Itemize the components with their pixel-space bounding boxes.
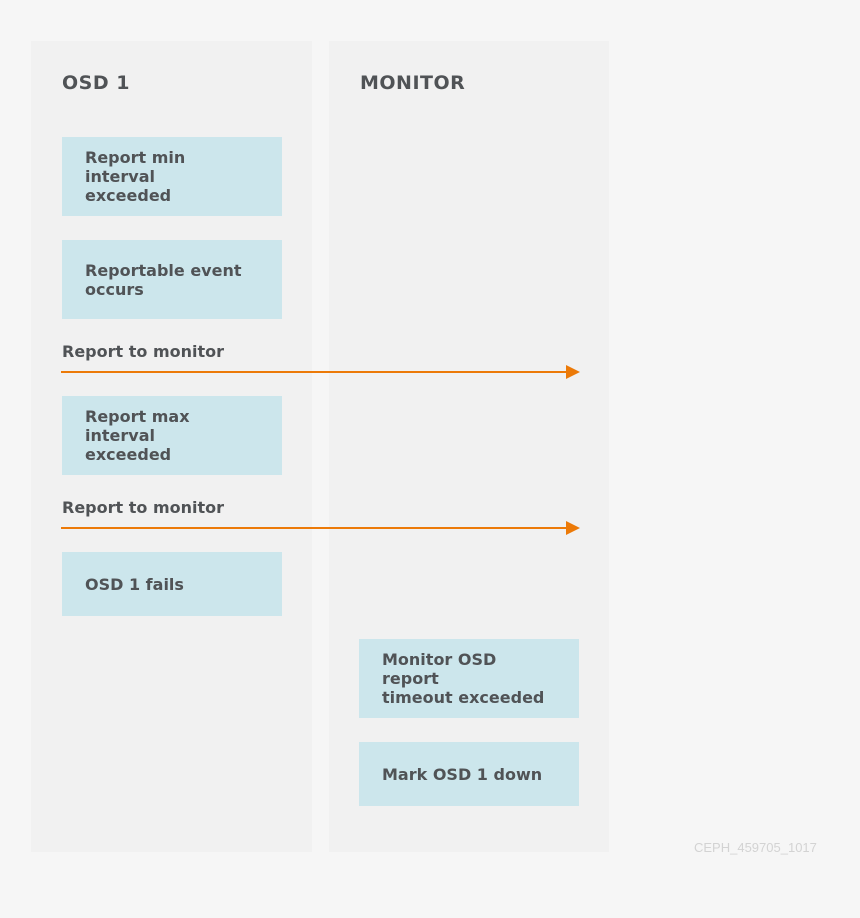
figure-id-label: CEPH_459705_1017 — [694, 840, 817, 855]
message-arrow — [61, 365, 580, 379]
monitor-step-timeout: Monitor OSD report timeout exceeded — [359, 639, 579, 718]
osd-step-max-interval: Report max interval exceeded — [62, 396, 282, 475]
monitor-step-mark-down: Mark OSD 1 down — [359, 742, 579, 806]
osd-step-reportable-event: Reportable event occurs — [62, 240, 282, 319]
osd-lane-title: OSD 1 — [62, 72, 130, 94]
message-label-report-to-monitor: Report to monitor — [62, 498, 225, 517]
osd-step-fails: OSD 1 fails — [62, 552, 282, 616]
monitor-lane — [329, 41, 609, 852]
message-arrow — [61, 521, 580, 535]
message-label-report-to-monitor: Report to monitor — [62, 342, 225, 361]
monitor-lane-title: MONITOR — [360, 72, 466, 94]
osd-step-min-interval: Report min interval exceeded — [62, 137, 282, 216]
